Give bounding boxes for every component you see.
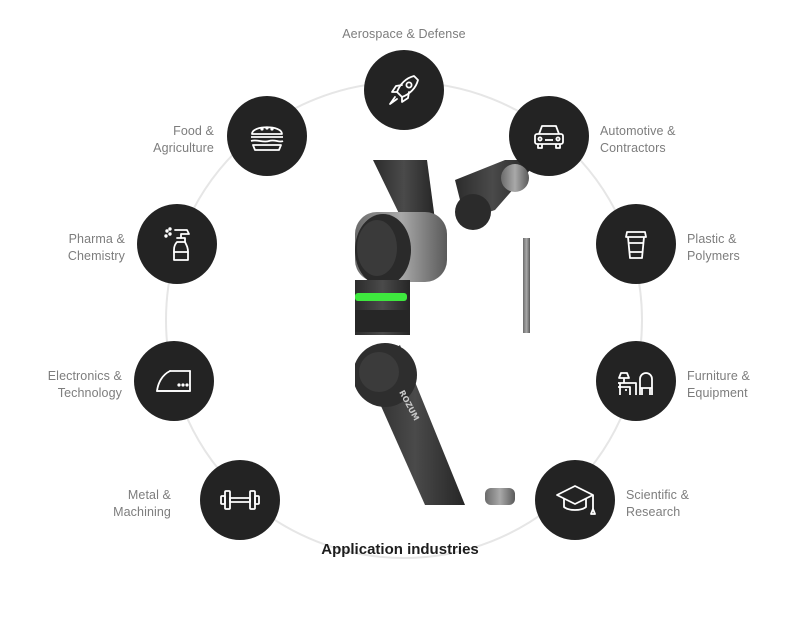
cup-icon xyxy=(625,231,647,259)
node-aerospace[interactable] xyxy=(364,50,444,130)
iron-icon xyxy=(156,370,191,392)
spray-bottle-icon xyxy=(164,227,190,261)
label-furniture: Furniture & Equipment xyxy=(687,369,750,400)
node-furniture[interactable] xyxy=(596,341,676,421)
diagram-caption: Application industries xyxy=(321,541,479,558)
robot-arm-illustration: ROZUM xyxy=(355,160,530,505)
node-food[interactable] xyxy=(227,96,307,176)
label-scientific: Scientific & Research xyxy=(626,488,690,519)
car-icon xyxy=(534,125,564,149)
label-metal: Metal & Machining xyxy=(113,488,171,519)
node-metal[interactable] xyxy=(200,460,280,540)
node-plastic[interactable] xyxy=(596,204,676,284)
node-pharma[interactable] xyxy=(137,204,217,284)
status-light-ring xyxy=(355,293,407,301)
label-electronics: Electronics & Technology xyxy=(47,369,122,400)
node-scientific[interactable] xyxy=(535,460,615,540)
graduation-cap-icon xyxy=(556,485,596,515)
label-food: Food & Agriculture xyxy=(153,124,214,155)
label-automotive: Automotive & Contractors xyxy=(600,124,676,155)
label-plastic: Plastic & Polymers xyxy=(687,232,740,263)
node-automotive[interactable] xyxy=(509,96,589,176)
label-aerospace: Aerospace & Defense xyxy=(342,27,466,41)
burger-icon xyxy=(250,126,284,151)
label-pharma: Pharma & Chemistry xyxy=(67,232,125,263)
furniture-icon xyxy=(618,372,653,395)
rocket-icon xyxy=(389,75,419,105)
dumbbell-icon xyxy=(220,490,260,510)
node-electronics[interactable] xyxy=(134,341,214,421)
